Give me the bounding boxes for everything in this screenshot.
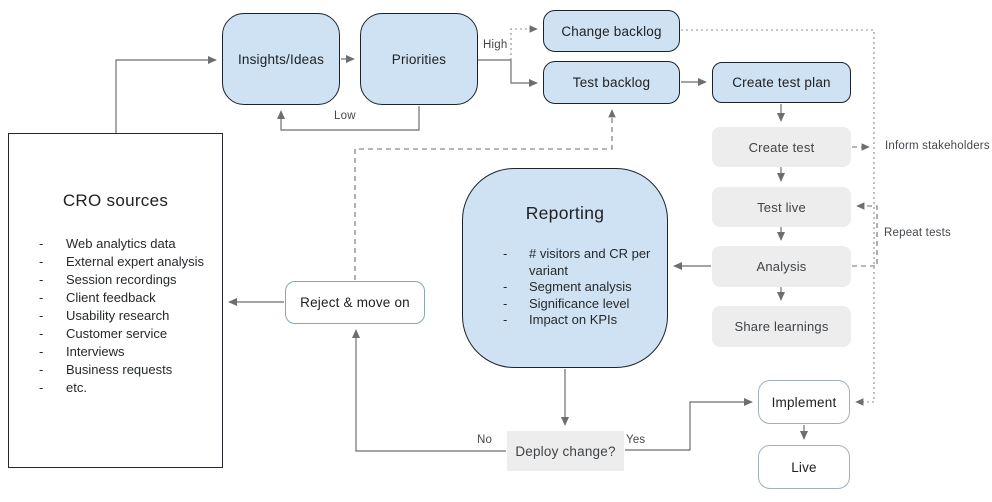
- cro-sources-list: Web analytics dataExternal expert analys…: [9, 235, 222, 397]
- edge-priorities-high-to-test-backlog: [478, 59, 538, 88]
- node-deploy-change[interactable]: Deploy change?: [507, 431, 624, 471]
- edge-label-low: Low: [334, 110, 356, 122]
- cro-sources-title: CRO sources: [62, 191, 169, 210]
- node-label: Change backlog: [561, 23, 662, 39]
- node-analysis[interactable]: Analysis: [712, 246, 851, 287]
- node-reject-move-on[interactable]: Reject & move on: [285, 281, 425, 324]
- node-label: Test backlog: [572, 75, 651, 90]
- node-create-test[interactable]: Create test: [712, 127, 851, 167]
- node-label: Test live: [757, 199, 806, 215]
- node-label: Share learnings: [734, 319, 829, 334]
- node-label: Priorities: [391, 51, 447, 67]
- list-item: Client feedback: [39, 289, 214, 307]
- node-label: Implement: [771, 394, 837, 410]
- list-item: # visitors and CR per variant: [503, 246, 653, 279]
- node-create-test-plan[interactable]: Create test plan: [712, 62, 851, 103]
- edge-high-to-change-backlog-dotted: [510, 25, 538, 60]
- node-change-backlog[interactable]: Change backlog: [543, 10, 680, 52]
- list-item: Session recordings: [39, 271, 214, 289]
- node-label: Reject & move on: [300, 295, 410, 310]
- node-test-live[interactable]: Test live: [712, 187, 851, 227]
- node-label: Create test plan: [732, 75, 831, 90]
- list-item: Business requests: [39, 361, 214, 379]
- node-priorities[interactable]: Priorities: [360, 13, 478, 105]
- list-item: Segment analysis: [503, 279, 653, 296]
- edge-analysis-repeat-to-test-live-dashed: [852, 202, 878, 267]
- edge-label-repeat-tests: Repeat tests: [884, 227, 951, 239]
- node-label: Create test: [748, 139, 815, 155]
- list-item: Customer service: [39, 325, 214, 343]
- list-item: Significance level: [503, 296, 653, 313]
- edge-cro-to-insights: [115, 55, 217, 133]
- reporting-title: Reporting: [525, 203, 605, 223]
- node-label: Insights/Ideas: [237, 51, 325, 67]
- list-item: Web analytics data: [39, 235, 214, 253]
- list-item: etc.: [39, 379, 214, 397]
- node-implement[interactable]: Implement: [758, 380, 850, 424]
- edge-label-inform-stakeholders: Inform stakeholders: [885, 140, 990, 152]
- node-test-backlog[interactable]: Test backlog: [543, 61, 680, 104]
- node-cro-sources[interactable]: CRO sources Web analytics dataExternal e…: [8, 133, 223, 468]
- edge-label-high: High: [483, 39, 508, 51]
- node-label: Live: [791, 459, 817, 475]
- node-live[interactable]: Live: [758, 445, 850, 489]
- node-label: Analysis: [756, 259, 807, 274]
- reporting-list: # visitors and CR per variantSegment ana…: [463, 246, 667, 329]
- list-item: Impact on KPIs: [503, 312, 653, 329]
- node-reporting[interactable]: Reporting # visitors and CR per variantS…: [462, 168, 668, 368]
- node-share-learnings[interactable]: Share learnings: [712, 306, 851, 347]
- edge-label-yes: Yes: [626, 434, 646, 446]
- list-item: Usability research: [39, 307, 214, 325]
- list-item: External expert analysis: [39, 253, 214, 271]
- node-insights-ideas[interactable]: Insights/Ideas: [222, 13, 340, 105]
- node-label: Deploy change?: [515, 443, 616, 459]
- list-item: Interviews: [39, 343, 214, 361]
- edge-label-no: No: [477, 434, 493, 446]
